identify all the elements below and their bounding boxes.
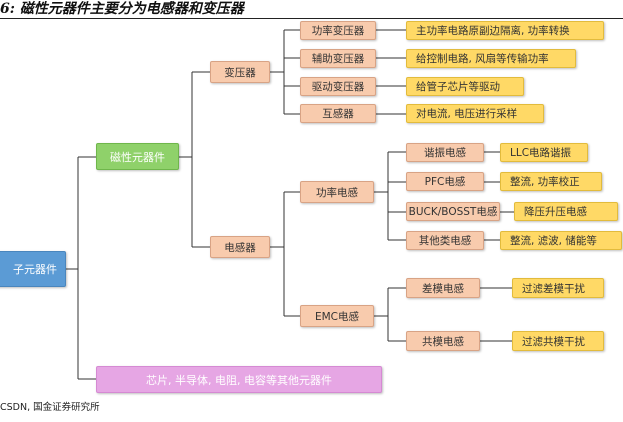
node-auxiliary-transformer: 辅助变压器	[300, 49, 376, 68]
desc-auxiliary-transformer: 给控制电路, 风扇等传输功率	[406, 49, 576, 68]
node-common-mode-inductor: 共模电感	[406, 331, 480, 351]
desc-current-transformer: 对电流, 电压进行采样	[406, 104, 544, 123]
node-inductor: 电感器	[210, 236, 270, 258]
node-pfc-inductor: PFC电感	[406, 172, 484, 191]
node-drive-transformer: 驱动变压器	[300, 77, 376, 96]
desc-resonant-inductor: LLC电路谐振	[500, 143, 588, 162]
node-magnetic-components: 磁性元器件	[96, 143, 179, 170]
desc-common-mode-inductor: 过滤共模干扰	[512, 331, 604, 351]
figure-title: 6: 磁性元器件主要分为电感器和变压器	[0, 1, 244, 17]
node-resonant-inductor: 谐振电感	[406, 143, 484, 162]
source-note: CSDN, 国金证券研究所	[0, 402, 100, 413]
desc-differential-inductor: 过滤差模干扰	[512, 278, 604, 298]
desc-power-transformer: 主功率电路原副边隔离, 功率转换	[406, 21, 604, 40]
node-other-components: 芯片, 半导体, 电阻, 电容等其他元器件	[96, 366, 382, 393]
node-differential-inductor: 差模电感	[406, 278, 480, 298]
node-power-transformer: 功率变压器	[300, 21, 376, 40]
node-other-inductor: 其他类电感	[406, 231, 484, 250]
node-power-inductor: 功率电感	[300, 181, 374, 203]
desc-other-inductor: 整流, 滤波, 储能等	[500, 231, 622, 250]
node-emc-inductor: EMC电感	[300, 305, 374, 327]
node-current-transformer: 互感器	[300, 104, 376, 123]
node-transformer: 变压器	[210, 61, 270, 83]
node-buck-boost-inductor: BUCK/BOSST电感	[406, 202, 500, 221]
node-root: 子元器件	[0, 251, 66, 287]
title-rule	[0, 18, 623, 19]
desc-pfc-inductor: 整流, 功率校正	[500, 172, 602, 191]
desc-drive-transformer: 给管子芯片等驱动	[406, 77, 524, 96]
desc-buck-boost-inductor: 降压升压电感	[514, 202, 618, 221]
